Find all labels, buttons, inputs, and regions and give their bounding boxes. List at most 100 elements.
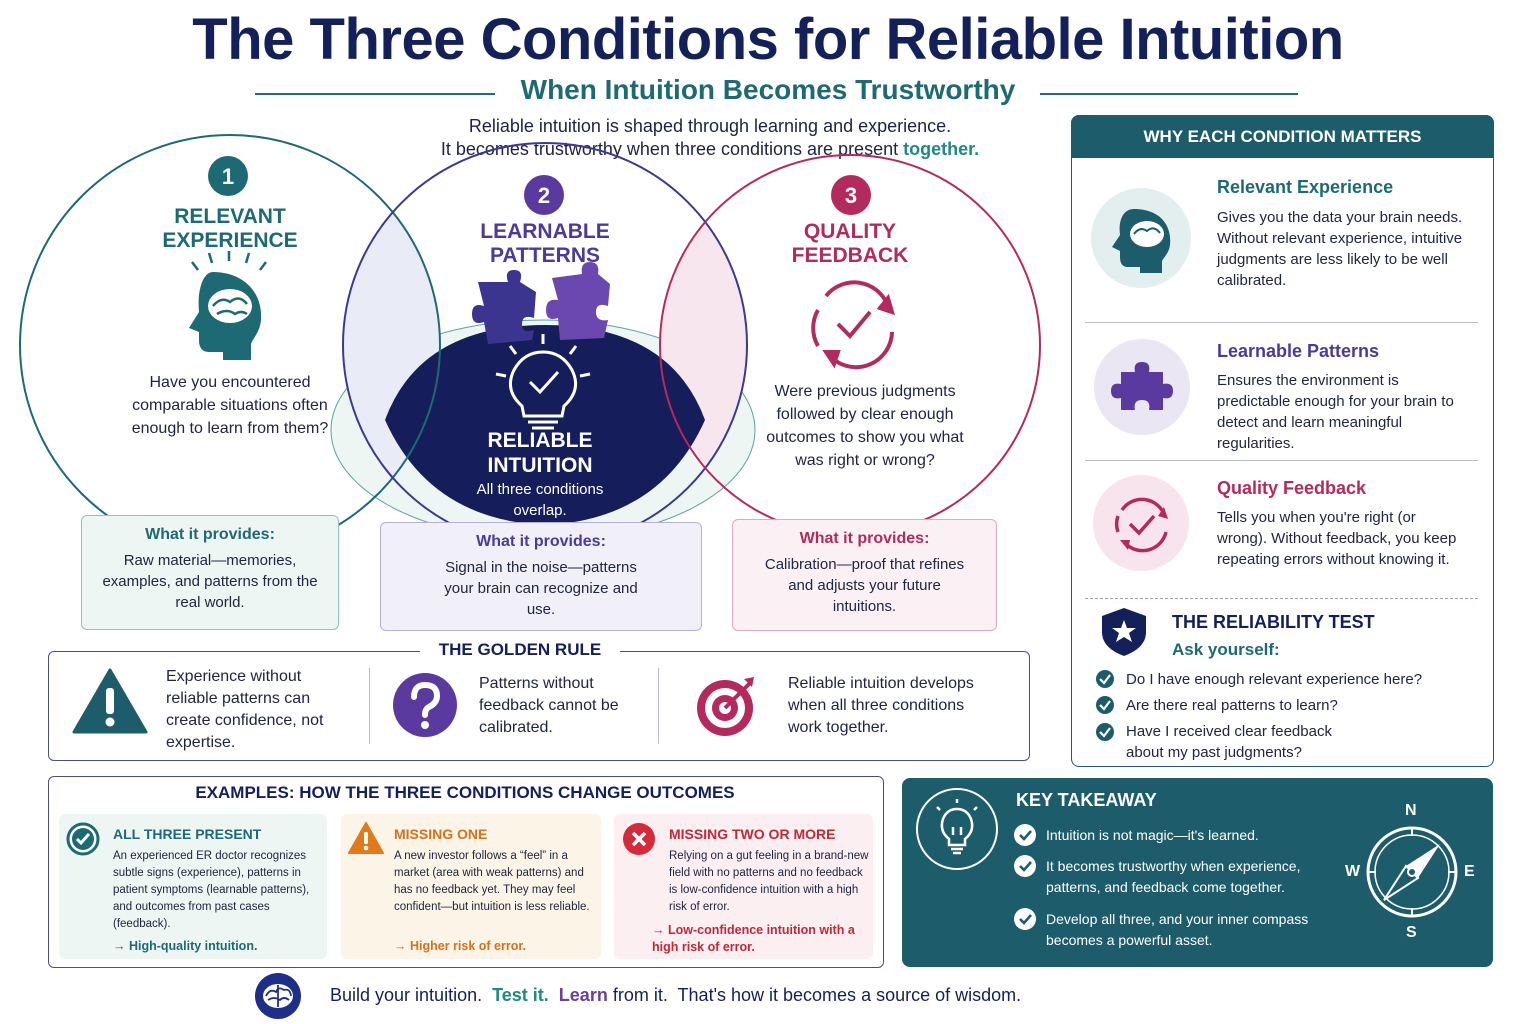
badge-1-text: 1 (222, 164, 234, 189)
takeaway-item-3: Develop all three, and your inner compas… (1046, 911, 1309, 948)
footer-p1: Build your intuition. (330, 985, 483, 1005)
warning-icon (348, 822, 384, 854)
example-text-missing-one: A new investor follows a “feel” in a mar… (394, 850, 590, 913)
puzzle-icon (1094, 339, 1190, 435)
badge-3-text: 3 (845, 183, 857, 208)
badge-1 (208, 156, 248, 196)
check-icon (1096, 696, 1114, 714)
provides-patterns-label: What it provides: (476, 533, 606, 550)
footer-p3: Learn (558, 985, 608, 1005)
test-item-1: Do I have enough relevant experience her… (1126, 671, 1423, 688)
why-divider-3 (1085, 598, 1478, 599)
test-item-2: Are there real patterns to learn? (1126, 697, 1338, 714)
golden-rule-item-2: Patterns without feedback cannot be cali… (479, 675, 619, 736)
why-title-feedback: Quality Feedback (1217, 478, 1367, 498)
provides-feedback: What it provides: Calibration—proof that… (732, 519, 997, 631)
test-item-3: Have I received clear feedback about my … (1126, 723, 1332, 761)
why-title-experience: Relevant Experience (1217, 177, 1394, 197)
example-outcome-all: → High-quality intuition. (113, 939, 258, 953)
golden-divider-1 (369, 668, 370, 744)
check-icon (1014, 855, 1036, 877)
compass-w: W (1345, 863, 1361, 880)
example-card-all (59, 814, 327, 959)
example-head-missing-two: MISSING TWO OR MORE (669, 826, 836, 842)
reliability-test-title: THE RELIABILITY TEST (1172, 612, 1375, 632)
provides-experience: What it provides: Raw material—memories,… (81, 515, 339, 630)
feedback-question: Were previous judgments followed by clea… (766, 383, 964, 469)
title-rule-right (1040, 93, 1298, 95)
check-icon (1014, 824, 1036, 846)
example-outcome-missing-two: → Low-confidence intuition with a high r… (652, 923, 855, 954)
check-icon (1014, 908, 1036, 930)
key-takeaway-title: KEY TAKEAWAY (1016, 790, 1157, 810)
center-subtitle: All three conditions overlap. (476, 481, 604, 519)
page-title: The Three Conditions for Reliable Intuit… (192, 7, 1344, 72)
center-region (385, 325, 705, 525)
cycle-check-icon (1093, 475, 1189, 571)
examples-title: EXAMPLES: HOW THE THREE CONDITIONS CHANG… (195, 783, 735, 802)
shield-star-icon (1102, 608, 1146, 656)
badge-3 (831, 175, 871, 215)
example-text-all: An experienced ER doctor recognizes subt… (113, 850, 310, 930)
patterns-title: LEARNABLE PATTERNS (480, 220, 610, 267)
why-text-feedback: Tells you when you're right (or wrong). … (1217, 509, 1457, 568)
lightbulb-check-icon (495, 334, 591, 430)
target-icon (697, 677, 754, 736)
badge-2-text: 2 (538, 183, 550, 208)
intro-accent: together. (903, 139, 980, 159)
experience-title: RELEVANT EXPERIENCE (162, 205, 298, 252)
venn-diagram: 1 2 3 (19, 134, 1041, 556)
footer-p4: from it. (612, 985, 668, 1005)
example-head-all: ALL THREE PRESENT (113, 826, 262, 842)
takeaway-item-1: Intuition is not magic—it's learned. (1046, 827, 1259, 843)
check-icon (1096, 723, 1114, 741)
takeaway-item-2: It becomes trustworthy when experience, … (1046, 858, 1301, 895)
compass-s: S (1406, 924, 1417, 941)
page-subtitle: When Intuition Becomes Trustworthy (520, 74, 1016, 105)
footer-p2: Test it. (492, 985, 549, 1005)
example-card-missing-one (341, 814, 601, 959)
why-title-patterns: Learnable Patterns (1217, 341, 1380, 361)
why-text-patterns: Ensures the environment is predictable e… (1217, 372, 1454, 452)
x-circle-icon (623, 823, 655, 855)
example-outcome-missing-one: → Higher risk of error. (394, 939, 526, 953)
golden-rule-title: THE GOLDEN RULE (420, 640, 620, 660)
warning-icon (72, 668, 148, 734)
provides-experience-label: What it provides: (145, 526, 275, 543)
provides-patterns-text: Signal in the noise—patterns your brain … (444, 559, 638, 618)
cycle-check-icon (811, 280, 895, 370)
puzzle-icon (472, 262, 610, 344)
golden-divider-2 (658, 668, 659, 744)
idea-rays-icon (191, 251, 267, 271)
why-text-experience: Gives you the data your brain needs. Wit… (1217, 209, 1463, 289)
provides-feedback-label: What it provides: (799, 530, 930, 547)
key-takeaway-box (902, 778, 1493, 967)
head-brain-icon (189, 272, 262, 360)
provides-experience-text: Raw material—memories, examples, and pat… (102, 552, 318, 611)
feedback-title: QUALITY FEEDBACK (791, 220, 909, 267)
question-icon (393, 673, 457, 737)
reliability-test-subtitle: Ask yourself: (1172, 640, 1280, 659)
why-divider-2 (1085, 460, 1478, 461)
badge-2 (524, 175, 564, 215)
why-panel-header: WHY EACH CONDITION MATTERS (1071, 115, 1494, 158)
provides-patterns: What it provides: Signal in the noise—pa… (380, 522, 702, 631)
why-divider-1 (1085, 322, 1478, 323)
compass-n: N (1405, 802, 1417, 819)
title-rule-left (255, 93, 495, 95)
golden-rule-item-3: Reliable intuition develops when all thr… (788, 675, 974, 736)
example-card-missing-two (614, 814, 873, 959)
compass-icon (1366, 826, 1458, 918)
center-title: RELIABLE INTUITION (487, 429, 593, 477)
head-brain-icon (1091, 188, 1191, 288)
footer: Build your intuition. Test it. Learn fro… (330, 985, 1021, 1006)
footer-p5: That's how it becomes a source of wisdom… (677, 985, 1022, 1005)
example-text-missing-two: Relying on a gut feeling in a brand-new … (669, 850, 869, 913)
intro-line-1: Reliable intuition is shaped through lea… (468, 116, 952, 136)
compass-e: E (1464, 863, 1475, 880)
experience-question: Have you encountered comparable situatio… (131, 374, 329, 437)
brain-icon (255, 973, 301, 1019)
lightbulb-icon (916, 788, 998, 870)
example-head-missing-one: MISSING ONE (394, 826, 488, 842)
check-icon (1096, 670, 1114, 688)
